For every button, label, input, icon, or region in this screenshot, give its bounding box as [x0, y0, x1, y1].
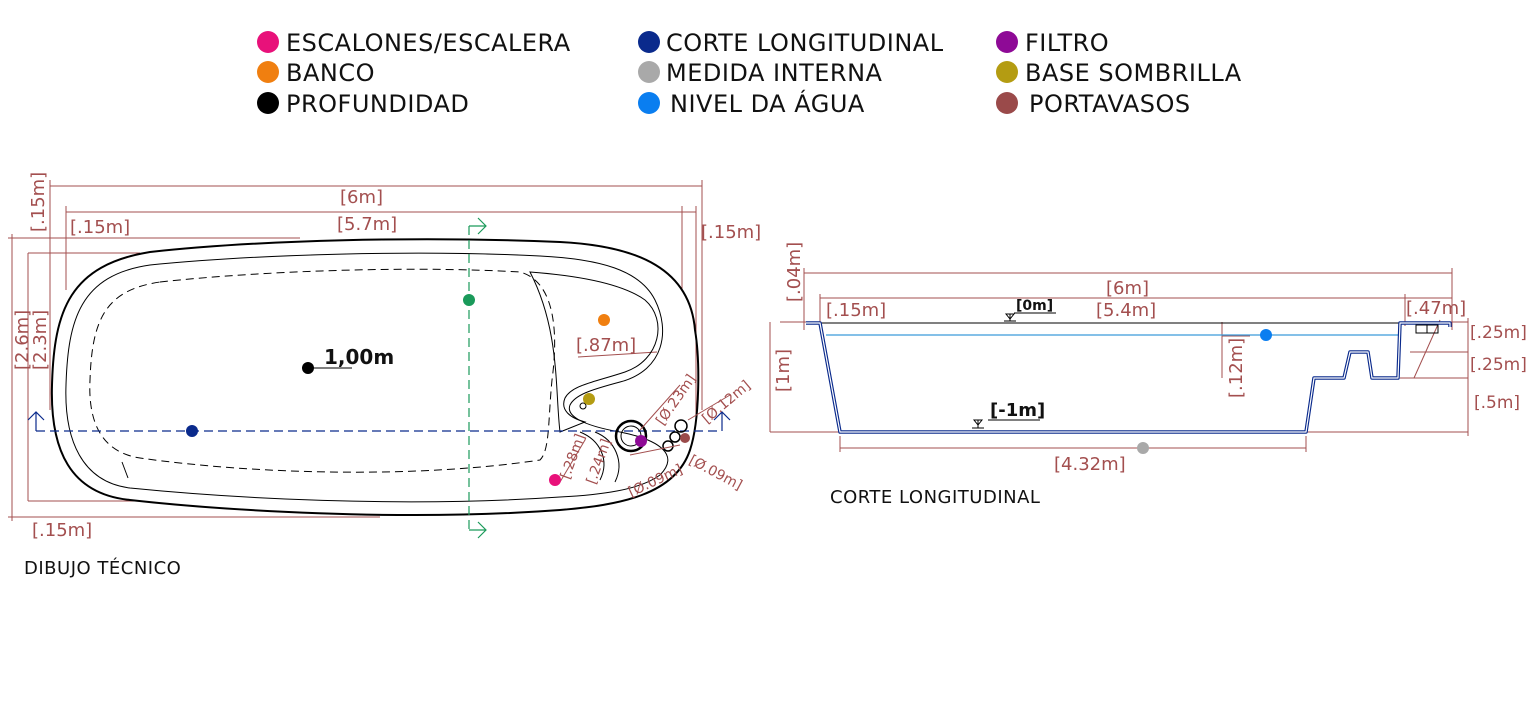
level-triangle-icon	[1004, 313, 1016, 320]
bench-dot-icon	[257, 61, 279, 83]
section-step-2: [.25m]	[1470, 355, 1527, 375]
steps-outline-2	[594, 431, 620, 483]
section-marker	[186, 425, 198, 437]
filter-outline	[614, 419, 648, 453]
section-caption: CORTE LONGITUDINAL	[830, 487, 1040, 508]
plan-left-margin: [.15m]	[70, 217, 130, 238]
cupholder-outline-1	[674, 419, 688, 433]
section-depth: [1m]	[773, 349, 794, 392]
section-rim: [.04m]	[784, 242, 805, 302]
water-level-dot-icon	[638, 92, 660, 114]
pool-interior-dashed	[89, 268, 556, 473]
cupholder-marker	[680, 433, 690, 443]
plan-inner-width: [2.3m]	[30, 310, 51, 370]
level-minus-one-marker: [-1m]	[972, 400, 1045, 429]
section-step-3: [.5m]	[1474, 393, 1520, 413]
legend-item-depth: PROFUNDIDAD	[257, 90, 469, 118]
legend-label: NIVEL DA ÁGUA	[670, 89, 865, 118]
filter-dot-icon	[996, 31, 1018, 53]
plan-cup-diameter-c: [Ø.09m]	[686, 452, 745, 493]
legend-item-internal-measure: MEDIDA INTERNA	[638, 59, 883, 87]
section-bottom-length: [4.32m]	[1054, 454, 1126, 475]
level-zero-label: [0m]	[1016, 298, 1053, 314]
bench-marker	[598, 314, 610, 326]
umbrella-base-marker	[583, 393, 595, 405]
plan-bench-width: [.87m]	[576, 335, 636, 356]
internal-measure-dot-icon	[638, 61, 660, 83]
cross-arrow-bottom-icon	[469, 521, 487, 539]
bench-outline	[529, 271, 659, 433]
section-step-1: [.25m]	[1470, 323, 1527, 343]
legend-label: PROFUNDIDAD	[286, 90, 469, 118]
step-dot-icon	[257, 31, 279, 53]
plan-right-margin: [.15m]	[701, 222, 761, 243]
legend-label: MEDIDA INTERNA	[666, 59, 883, 87]
plan-step-b: [.24m]	[584, 437, 615, 486]
level-triangle-icon	[972, 419, 984, 426]
legend-item-bench: BANCO	[257, 59, 375, 87]
plan-caption: DIBUJO TÉCNICO	[24, 557, 181, 579]
plan-total-length: [6m]	[340, 187, 383, 208]
section-water-gap: [.12m]	[1226, 338, 1247, 398]
pool-inner-rim	[65, 252, 669, 503]
section-total-length: [6m]	[1106, 278, 1149, 299]
plan-depth-label: 1,00m	[324, 345, 394, 369]
plan-step-a: [.28m]	[558, 432, 589, 481]
legend-item-cupholder: PORTAVASOS	[996, 90, 1191, 118]
legend-item-umbrella-base: BASE SOMBRILLA	[996, 59, 1242, 87]
pool-edge-detail	[121, 461, 129, 479]
section-right-offset: [.47m]	[1406, 298, 1466, 319]
cupholder-outline-2	[669, 431, 681, 443]
plan-filter-diameter: [Ø.23m]	[653, 372, 699, 429]
section-arrow-right-icon	[713, 411, 731, 431]
plan-inner-length: [5.7m]	[337, 214, 397, 235]
pool-section-profile-inner	[806, 322, 1451, 433]
cupholder-dot-icon	[996, 92, 1018, 114]
legend-item-water-level: NIVEL DA ÁGUA	[638, 89, 865, 118]
legend-label: FILTRO	[1025, 29, 1109, 57]
umbrella-base-dot-icon	[996, 61, 1018, 83]
level-zero-marker: [0m]	[1004, 298, 1056, 322]
plan-top-margin-vertical: [.15m]	[28, 172, 49, 232]
plan-cup-diameter-a: [Ø.12m]	[699, 378, 754, 427]
legend-item-filter: FILTRO	[996, 29, 1109, 57]
cupholder-outline-3	[662, 440, 674, 452]
section-arrow-left-icon	[27, 411, 45, 431]
plan-bottom-margin: [.15m]	[32, 520, 92, 541]
legend-label: CORTE LONGITUDINAL	[666, 29, 944, 57]
legend-label: BANCO	[286, 59, 375, 87]
plan-view: [6m] [5.7m] [.15m] [.15m] [.15m] [.15m] …	[8, 172, 761, 579]
legend-item-section: CORTE LONGITUDINAL	[638, 29, 944, 57]
plan-total-width: [2.6m]	[12, 310, 33, 370]
plan-dimension-lines	[8, 180, 703, 521]
pool-outer-outline	[50, 238, 700, 517]
plan-cup-diameter-b: [Ø.09m]	[626, 462, 685, 501]
umbrella-base-hole	[579, 402, 587, 410]
filter-marker	[635, 435, 647, 447]
legend: ESCALONES/ESCALERA BANCO PROFUNDIDAD COR…	[257, 29, 1242, 118]
legend-label: PORTAVASOS	[1029, 90, 1191, 118]
internal-measure-marker	[1137, 442, 1149, 454]
section-left-margin: [.15m]	[826, 300, 886, 321]
legend-label: ESCALONES/ESCALERA	[286, 29, 571, 57]
section-dot-icon	[638, 31, 660, 53]
steps-marker	[549, 474, 561, 486]
water-level-marker	[1260, 329, 1272, 341]
legend-item-steps: ESCALONES/ESCALERA	[257, 29, 571, 57]
steps-outline	[579, 431, 605, 481]
pool-section-profile	[806, 321, 1452, 434]
legend-label: BASE SOMBRILLA	[1025, 59, 1242, 87]
level-minus-one-label: [-1m]	[990, 400, 1045, 421]
depth-marker	[302, 362, 314, 374]
section-inner-length: [5.4m]	[1096, 300, 1156, 321]
cross-section-marker	[463, 294, 475, 306]
section-view: [0m] [-1m] [6m] [.04m] [.15m] [5.4m] [.4…	[769, 242, 1527, 508]
cross-arrow-top-icon	[469, 217, 487, 235]
depth-dot-icon	[257, 92, 279, 114]
